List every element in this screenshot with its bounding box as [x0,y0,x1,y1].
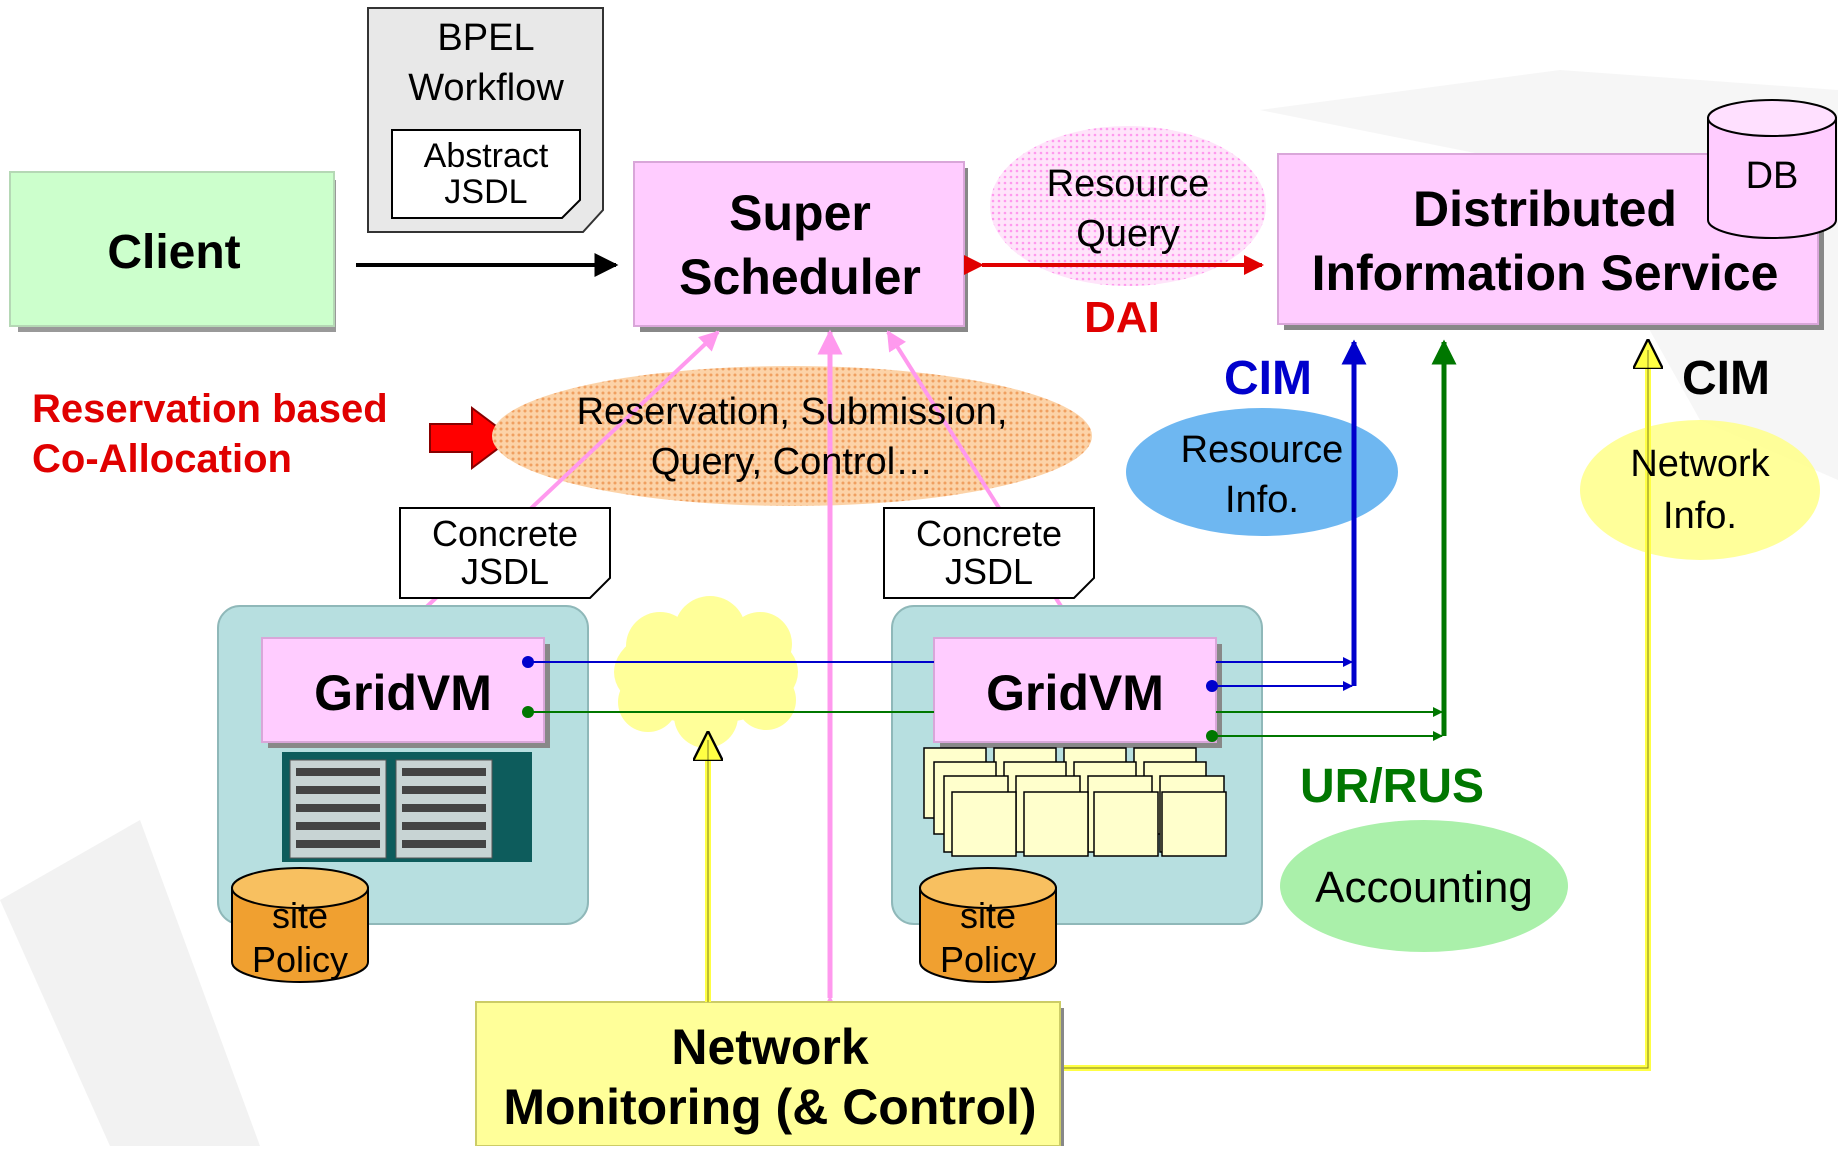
rack-server-icon [282,752,532,862]
network-info-label: Network [1630,443,1770,485]
accounting-ellipse: Accounting [1280,820,1568,952]
site-label-right: site [960,895,1016,936]
gridvm-left-box: GridVM [261,637,550,748]
jsdl-label-right: JSDL [945,551,1033,592]
client-label: Client [107,226,240,279]
resource-query-ellipse: Resource Query [990,126,1266,286]
reservation-submission-label: Reservation, Submission, [577,391,1008,433]
reservation-submission-ellipse [492,366,1092,506]
gridvm-right-label: GridVM [986,665,1164,721]
query-label: Query [1076,213,1179,255]
info-label: Info. [1225,479,1299,521]
workflow-label: Workflow [408,67,564,109]
network-info-ellipse [1580,420,1820,560]
concrete-jsdl-right-document: Concrete JSDL [883,507,1095,599]
concrete-label-left: Concrete [432,513,578,554]
concrete-jsdl-left-document: Concrete JSDL [399,507,611,599]
cim-right-label: CIM [1682,352,1770,405]
query-control-label: Query, Control… [651,441,933,483]
client-box: Client [9,171,336,332]
dai-label: DAI [1084,293,1160,342]
bpel-label: BPEL [437,17,534,59]
ur-rus-label: UR/RUS [1300,760,1484,813]
policy-label-right: Policy [940,939,1036,980]
resource-info-ellipse: Resource Info. [1126,408,1398,536]
abstract-jsdl-document: Abstract JSDL [391,129,581,219]
reservation-based-label: Reservation based [32,387,388,431]
distributed-information-service-box: Distributed Information Service [1277,153,1824,330]
cim-left-label: CIM [1224,352,1312,405]
super-label: Super [729,185,871,241]
accounting-label: Accounting [1315,863,1533,912]
site-label-left: site [272,895,328,936]
network-monitoring-box: Network Monitoring (& Control) [475,1001,1064,1147]
concrete-label-right: Concrete [916,513,1062,554]
distributed-label: Distributed [1413,181,1677,237]
bpel-workflow-document: BPEL Workflow Abstract JSDL [367,7,604,233]
site-policy-left-cylinder: site Policy [231,867,369,983]
monitoring-control-label: Monitoring (& Control) [503,1079,1036,1135]
jsdl-label: JSDL [444,173,527,211]
abstract-label: Abstract [424,137,549,175]
policy-label-left: Policy [252,939,348,980]
network-cloud [614,596,798,748]
network-label: Network [671,1019,868,1075]
site-policy-right-cylinder: site Policy [919,867,1057,983]
gridvm-right-box: GridVM [933,637,1222,748]
db-cylinder-icon: DB [1707,99,1837,239]
scheduler-label: Scheduler [679,249,921,305]
resource-label: Resource [1047,163,1210,205]
super-scheduler-box: Super Scheduler [633,161,968,332]
gridvm-left-label: GridVM [314,665,492,721]
jsdl-label-left: JSDL [461,551,549,592]
server-cluster-icon [923,747,1227,857]
information-service-label: Information Service [1312,245,1779,301]
db-label: DB [1746,155,1799,197]
resource-info-label: Resource [1181,429,1344,471]
network-info-sub-label: Info. [1663,495,1737,537]
co-allocation-label: Co-Allocation [32,437,292,481]
